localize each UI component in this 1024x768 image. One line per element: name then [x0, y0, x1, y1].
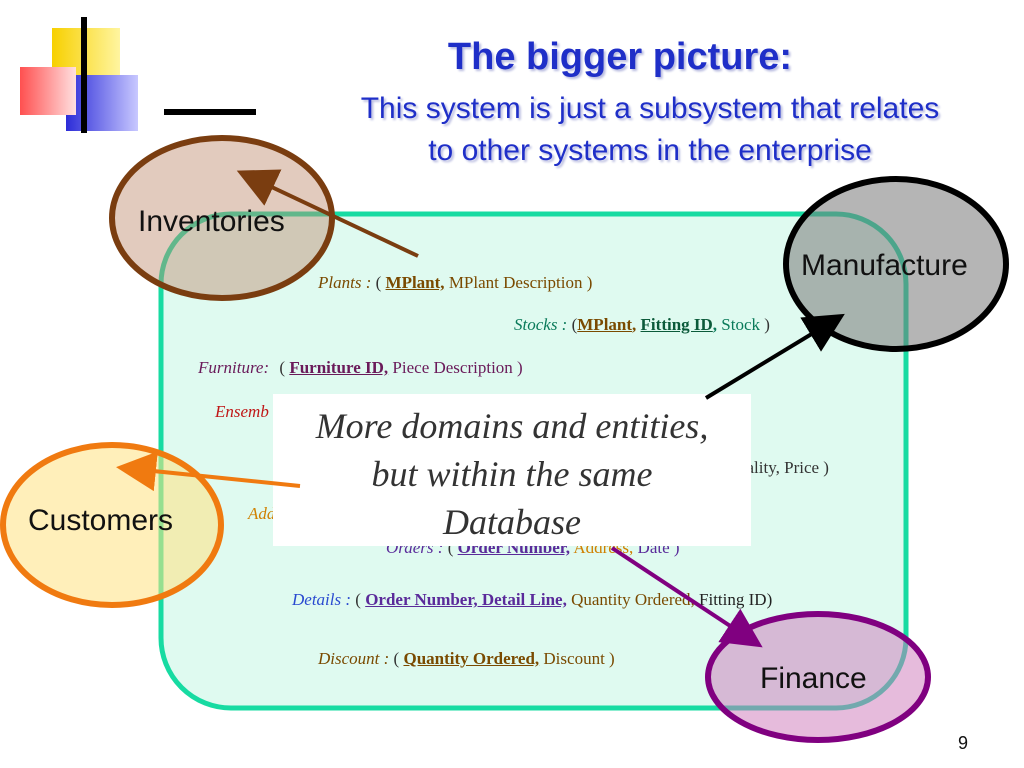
logo-red-square — [20, 67, 76, 115]
stocks-rest: Stock — [721, 315, 761, 334]
stocks-comma1: , — [632, 315, 637, 334]
fittings-tail-text: uality, Price ) — [738, 458, 829, 477]
details-key: Order Number, Detail Line, — [365, 590, 567, 609]
orders-open: ( — [447, 538, 454, 557]
callout-line-2: but within the same — [371, 454, 653, 494]
manufacture-label: Manufacture — [801, 249, 968, 282]
discount-key: Quantity Ordered, — [403, 649, 540, 668]
discount-rest: Discount ) — [543, 649, 615, 668]
finance-label: Finance — [760, 662, 867, 695]
subtitle-line-2: to other systems in the enterprise — [428, 134, 872, 167]
page-subtitle: This system is just a subsystem that rel… — [300, 88, 1000, 172]
customers-oval — [0, 442, 224, 608]
schema-fittings-tail: uality, Price ) — [738, 458, 829, 478]
stocks-key-mplant: MPlant — [577, 315, 633, 334]
plants-name: Plants : — [318, 273, 372, 292]
details-qty: Quantity Ordered, — [571, 590, 695, 609]
furniture-rest: Piece Description ) — [392, 358, 523, 377]
callout-line-3: Database — [443, 502, 581, 542]
page-number: 9 — [957, 733, 968, 753]
details-name: Details : — [292, 590, 352, 609]
discount-name: Discount : — [318, 649, 390, 668]
schema-furniture: Furniture: ( Furniture ID, Piece Descrip… — [198, 358, 523, 378]
callout-line-1: More domains and entities, — [315, 406, 709, 446]
schema-details: Details : ( Order Number, Detail Line, Q… — [292, 590, 772, 610]
plants-key: MPlant, — [385, 273, 445, 292]
details-open: ( — [355, 590, 361, 609]
arrow-to-finance — [610, 546, 763, 648]
stocks-key-fitting: Fitting ID — [640, 315, 713, 334]
subtitle-line-1: This system is just a subsystem that rel… — [360, 92, 940, 125]
schema-addresses-partial: Add — [248, 504, 275, 524]
schema-plants: Plants : ( MPlant, MPlant Description ) — [318, 273, 592, 293]
arrow-to-manufacture — [704, 313, 845, 400]
plants-rest: MPlant Description ) — [448, 273, 593, 292]
callout-box: More domains and entities, but within th… — [273, 394, 751, 546]
stocks-open: ( — [571, 315, 578, 334]
schema-discount: Discount : ( Quantity Ordered, Discount … — [318, 649, 615, 669]
details-rest: Fitting ID) — [699, 590, 773, 609]
addresses-name: Add — [248, 504, 276, 523]
stocks-name: Stocks : — [514, 315, 568, 334]
furniture-name: Furniture: — [198, 358, 270, 377]
finance-oval — [705, 611, 931, 743]
furniture-open: ( — [279, 358, 286, 377]
stocks-close: ) — [764, 315, 770, 334]
inventories-label: Inventories — [138, 205, 285, 238]
ensembles-name: Ensemb — [215, 402, 269, 421]
stocks-comma2: , — [712, 315, 718, 334]
arrow-to-customers — [116, 451, 301, 492]
manufacture-oval — [783, 176, 1009, 352]
customers-label: Customers — [28, 504, 174, 537]
page-title: The bigger picture: — [447, 36, 793, 78]
schema-stocks: Stocks : (MPlant, Fitting ID, Stock ) — [514, 315, 770, 335]
logo-vertical-bar — [81, 17, 87, 133]
logo-blue-square — [66, 75, 138, 131]
logo-horizontal-bar — [164, 109, 256, 115]
plants-open: ( — [375, 273, 382, 292]
schema-ensembles-partial: Ensemb — [215, 402, 269, 422]
discount-open: ( — [393, 649, 400, 668]
furniture-key: Furniture ID, — [289, 358, 389, 377]
arrow-to-inventories — [236, 169, 419, 258]
